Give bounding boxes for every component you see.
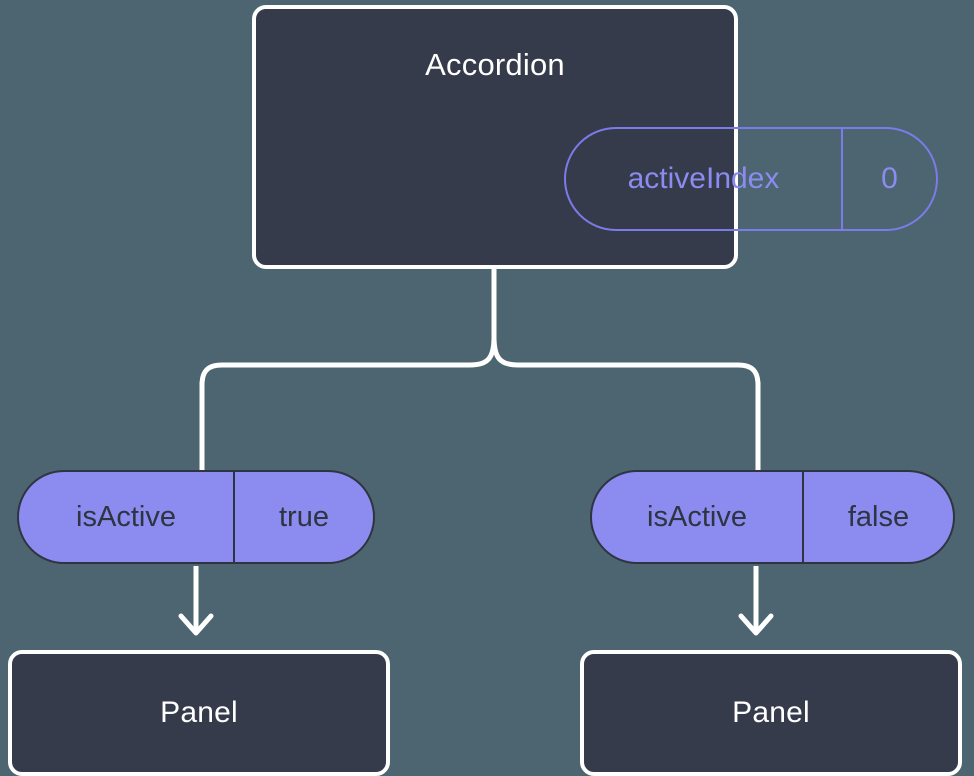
prop-pill-value: true: [279, 500, 329, 533]
panel-title: Panel: [160, 696, 238, 729]
arrow-head-right-icon: [738, 613, 774, 636]
fork-right-curve: [491, 334, 761, 388]
component-node-panel-right[interactable]: Panel: [580, 650, 962, 776]
prop-pill-isactive-true[interactable]: isActive true: [17, 470, 375, 564]
panel-title: Panel: [732, 696, 810, 729]
component-node-panel-left[interactable]: Panel: [8, 650, 390, 776]
prop-pill-key: isActive: [19, 472, 235, 562]
prop-pill-isactive-false[interactable]: isActive false: [590, 470, 955, 564]
arrow-head-left-icon: [178, 613, 214, 636]
fork-left-curve: [199, 334, 497, 388]
prop-pill-value: false: [847, 500, 910, 533]
component-node-accordion[interactable]: Accordion activeIndex 0: [252, 5, 938, 269]
state-pill-activeindex[interactable]: activeIndex 0: [564, 127, 938, 231]
accordion-title: Accordion: [425, 47, 565, 82]
state-pill-value: 0: [881, 162, 898, 195]
state-pill-key: activeIndex: [566, 129, 843, 229]
prop-pill-key: isActive: [592, 472, 804, 562]
